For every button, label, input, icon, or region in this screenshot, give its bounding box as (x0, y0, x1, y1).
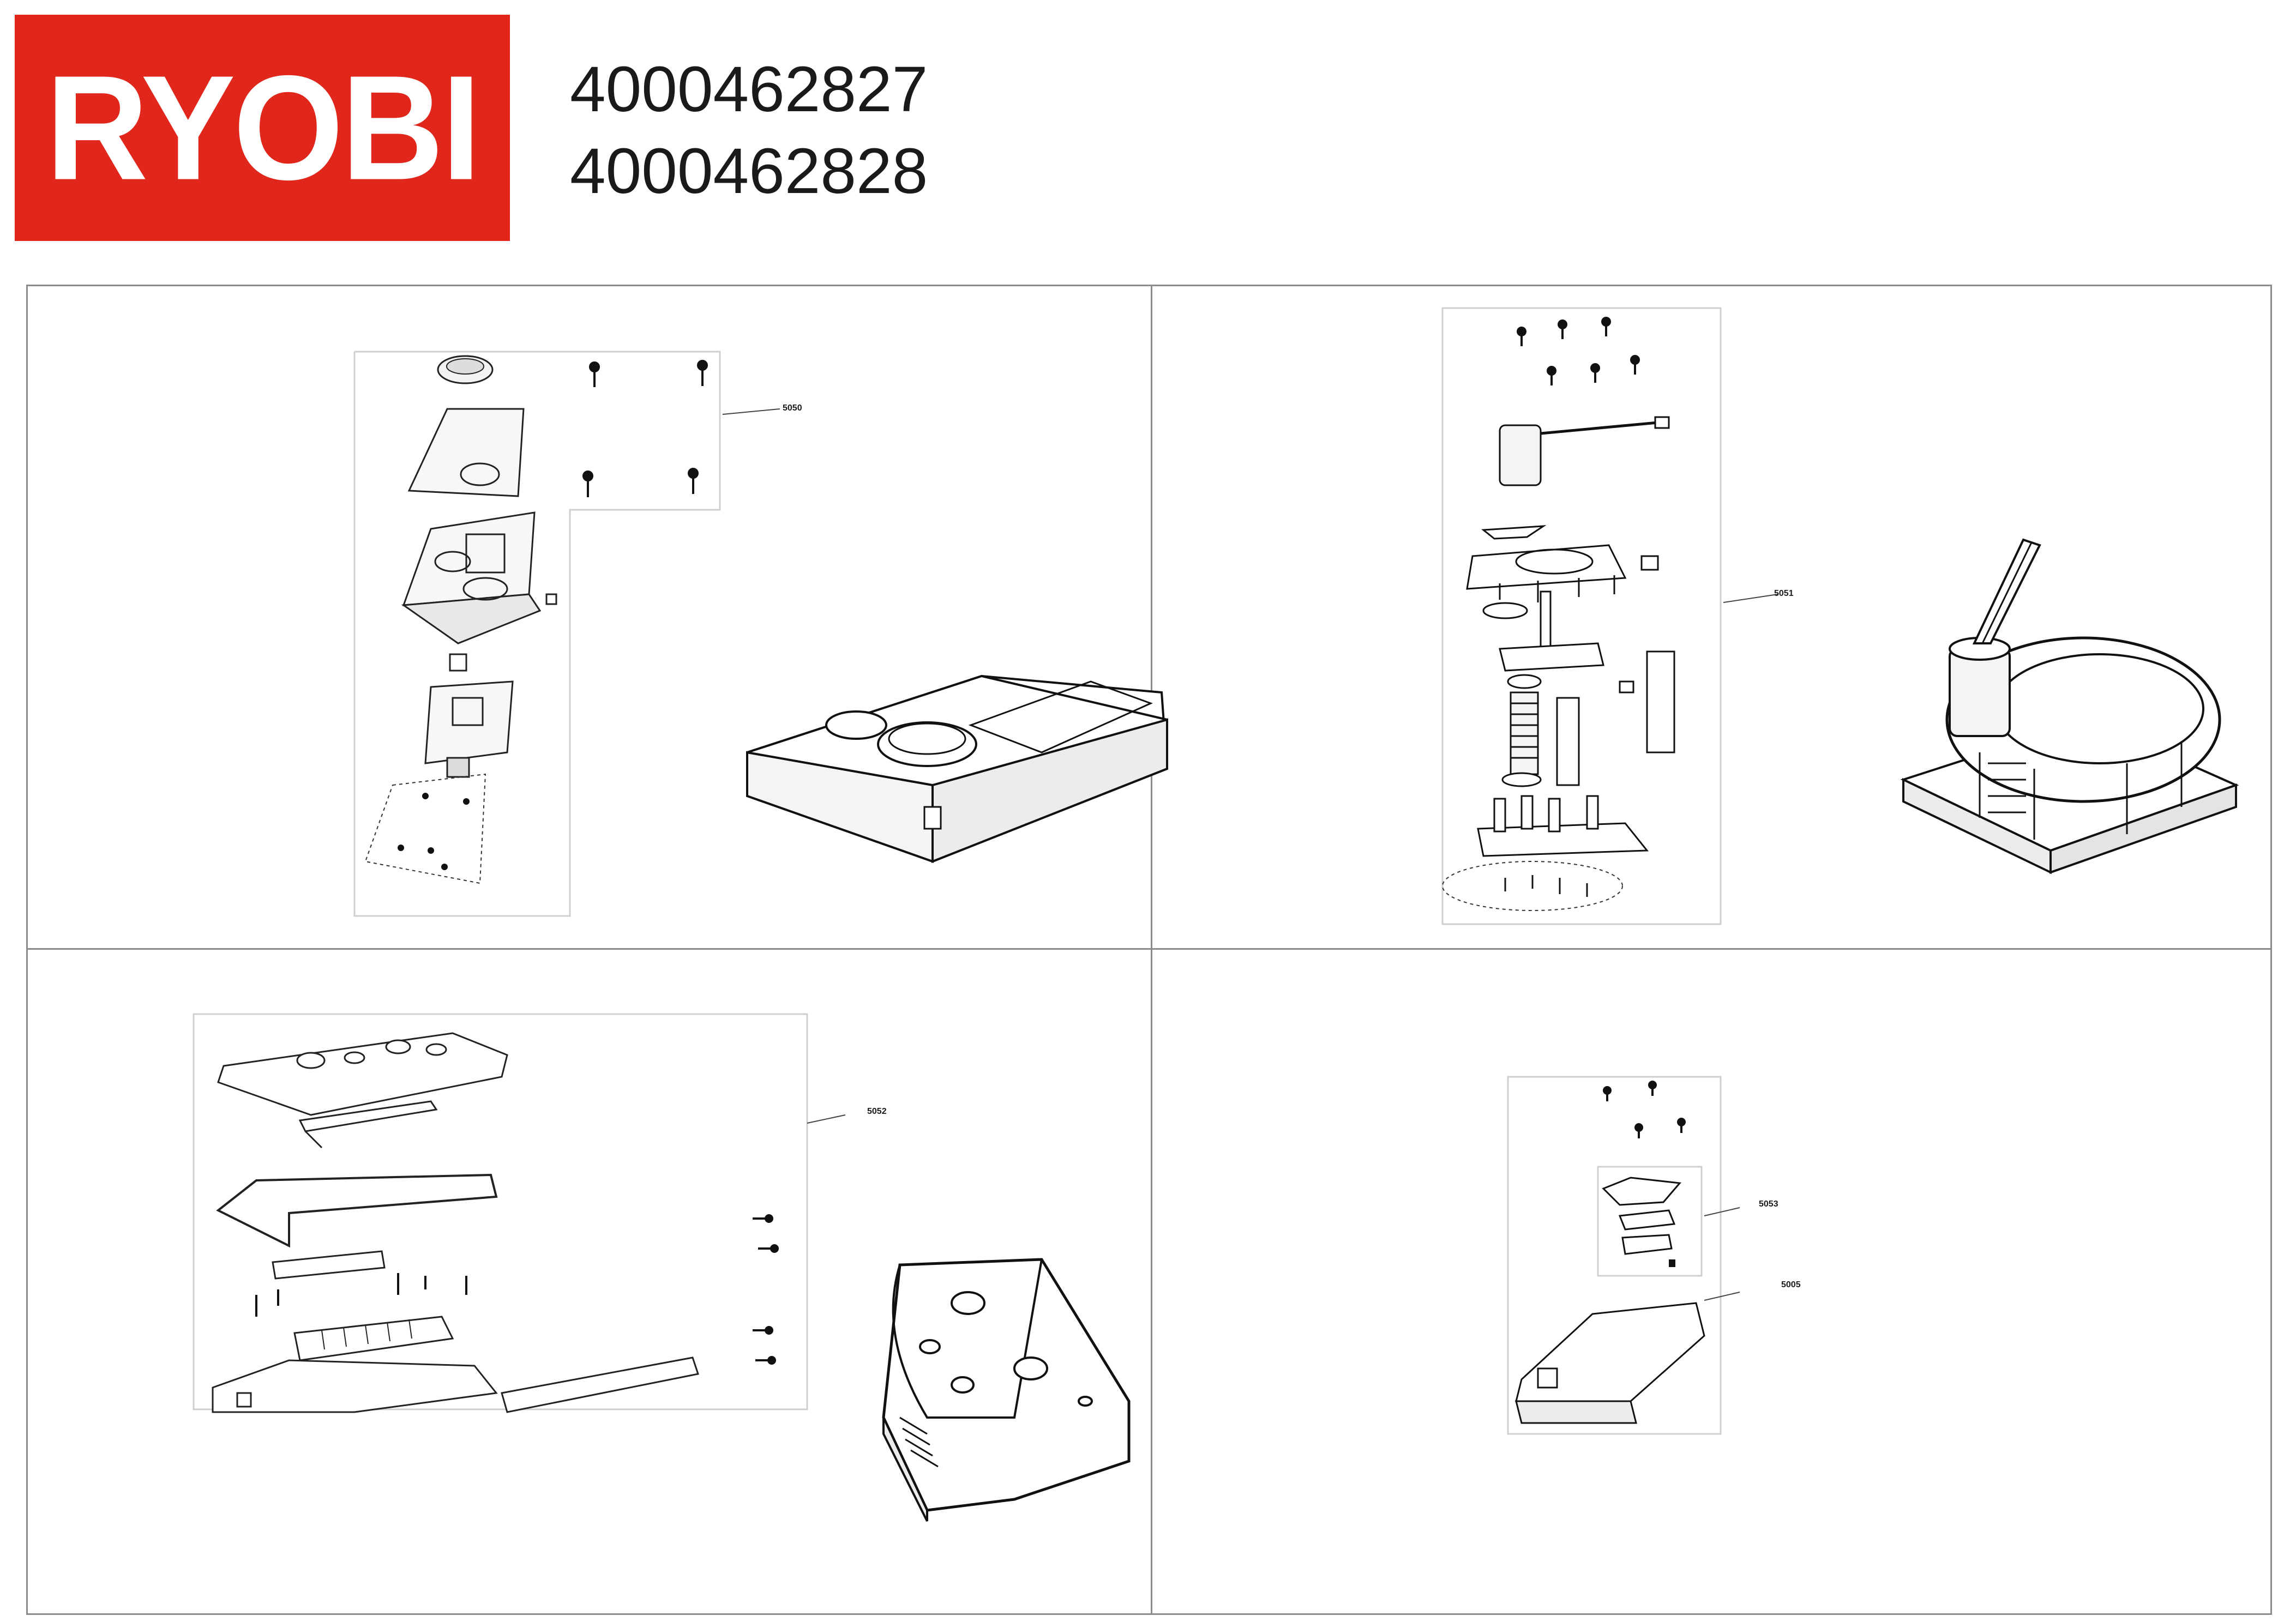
callout-5050: 5050 (783, 403, 802, 413)
panel-top-right-assembled-view (1898, 534, 2258, 889)
logo-text: RYOBI (46, 45, 481, 211)
panel-top-left-exploded-view (349, 349, 780, 921)
panel-bottom-left-exploded-view (191, 1011, 927, 1415)
callout-5005: 5005 (1781, 1280, 1801, 1289)
grid-divider-vertical (1151, 285, 1152, 1615)
ryobi-logo: RYOBI (15, 15, 510, 241)
model-number-1: 4000462827 (570, 53, 928, 125)
panel-top-left-assembled-view (736, 643, 1173, 878)
callout-5051: 5051 (1774, 589, 1794, 598)
panel-grid (26, 285, 2272, 1615)
panel-bottom-right-exploded-view (1505, 1074, 1822, 1437)
grid-divider-horizontal (26, 948, 2272, 950)
callout-5053: 5053 (1759, 1199, 1778, 1209)
panel-top-right-exploded-view (1440, 305, 1800, 927)
model-number-2: 4000462828 (570, 135, 928, 207)
panel-bottom-left-assembled-view (867, 1254, 1140, 1522)
callout-5052: 5052 (867, 1107, 887, 1116)
